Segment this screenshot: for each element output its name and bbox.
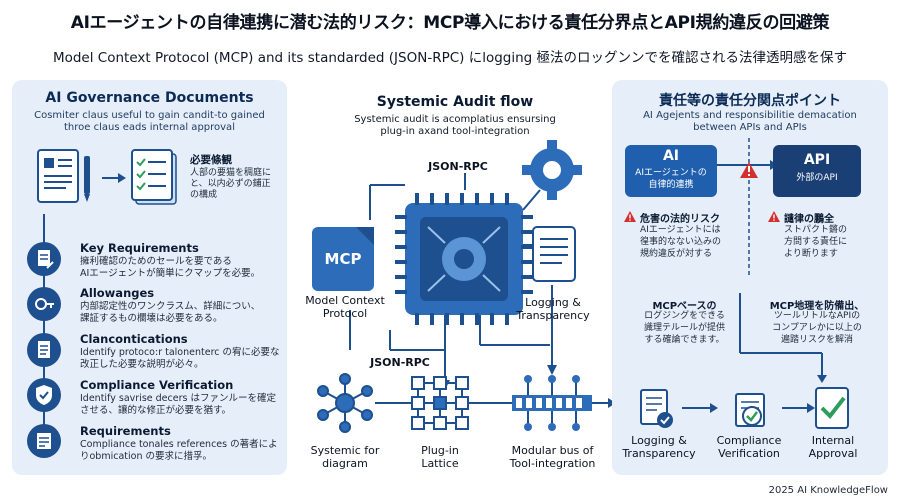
api-box-title: API [803, 152, 831, 168]
note-right-line-1: ツールリトルなAPIの [773, 311, 861, 321]
clancontications-line-1: Identify protoco:r talonenterc の宥に必要な [80, 347, 280, 358]
flow-compliance-label-2: Verification [718, 447, 780, 460]
note-left-line-1: ログジングをできる [644, 311, 725, 321]
compliance-verification-icon [27, 378, 61, 412]
governance-desc-2: throe claus eads internal approval [64, 122, 235, 133]
risk-right-line-1: ストパクト鏘の [784, 225, 848, 235]
systemic-diagram-label-1: Systemic for [310, 444, 380, 457]
allowanges-line-2: 課証するもの欄壊は必要をある。 [80, 313, 223, 324]
clancontications-icon [27, 333, 61, 367]
jsonrpc-bottom-label: JSON-RPC [370, 356, 430, 369]
modular-bus-label-1: Modular bus of [511, 444, 594, 457]
page-subtitle: Model Context Protocol (MCP) and its sta… [52, 50, 848, 66]
arrow-right-icon [102, 173, 126, 183]
flow-logging-label-1: Logging & [631, 434, 687, 447]
doc-note-title: 必要條観 [190, 154, 232, 166]
flow-approval-label-1: Internal [811, 434, 855, 447]
flow-logging-label-2: Transparency [622, 447, 696, 460]
ai-agent-box [625, 145, 717, 197]
flow-compliance-label-1: Compliance [716, 434, 782, 447]
modular-bus-label-2: Tool-integration [509, 457, 596, 470]
note-right-line-3: 遍踏リスクを解消 [780, 335, 853, 345]
external-api-box [773, 145, 861, 197]
mcp-caption-2: Protocol [322, 307, 368, 320]
ai-box-title: AI [662, 148, 680, 164]
responsibility-title: 責任等の責任分関点ポイント [659, 93, 841, 109]
document-pen-icon [37, 149, 90, 203]
risk-left-line-1: AIエージェントには [640, 225, 721, 235]
risk-right-line-3: より断ります [784, 249, 838, 259]
requirements-line-2: りobmication の要求に措孚。 [80, 451, 212, 462]
audit-flow-desc-2: plug-in axand tool-integration [380, 126, 530, 137]
logging-caption-2: Transparency [516, 309, 590, 322]
warning-icon [624, 211, 636, 222]
requirements-icon [27, 424, 61, 458]
responsibility-desc-1: AI Agejents and responsibilitie demacati… [643, 110, 857, 121]
warning-icon-right [768, 211, 780, 222]
compliance-verification-title: Compliance Verification [80, 378, 234, 392]
mcp-caption-1: Model Context [305, 294, 385, 307]
logging-caption-1: Logging & [525, 296, 581, 309]
key-requirements-icon [27, 242, 61, 276]
allowanges-line-1: 内部認定性のワンクラスム、詳細につい、 [80, 301, 261, 312]
requirements-title: Requirements [80, 424, 171, 438]
note-left-title: MCPベースの [652, 301, 717, 312]
key-requirements-line-1: 擁利確認のためのセールを要である [80, 256, 232, 267]
governance-title: AI Governance Documents [45, 90, 254, 106]
flow-approval-label-2: Approval [808, 447, 858, 460]
allowanges-title: Allowanges [80, 286, 155, 300]
plugin-lattice-label-2: Lattice [421, 457, 459, 470]
audit-flow-title: Systemic Audit flow [376, 94, 534, 110]
allowanges-icon [27, 287, 61, 321]
note-left-line-2: 識理テルールが提供 [643, 323, 725, 333]
risk-left-line-2: 徨事的なない込みの [640, 237, 722, 247]
risk-right-line-2: 方問する責任に [784, 237, 848, 247]
audit-flow-diagram [312, 140, 616, 433]
governance-desc-1: Cosmiter claus useful to gain candit-to … [34, 110, 265, 121]
jsonrpc-top-label: JSON-RPC [428, 160, 488, 173]
note-right-title: MCP地理を防備出、 [769, 301, 865, 312]
page-title: AIエージェントの自律連携に潜む法的リスク：MCP導入における責任分界点とAPI… [70, 13, 830, 33]
checklist-document-icon [131, 149, 177, 205]
compliance-verification-line-2: させる、讓的な修正が必要を猶す。 [80, 405, 232, 416]
systemic-diagram-label-2: diagram [322, 457, 368, 470]
footer-credit: 2025 AI KnowledgeFlow [768, 485, 888, 496]
key-requirements-title: Key Requirements [80, 241, 199, 255]
clancontications-title: Clancontications [80, 332, 188, 346]
clancontications-line-2: 改正した必要な説明が必々。 [80, 359, 204, 370]
risk-right-title: 譴律の鵬全 [784, 214, 834, 225]
responsibility-desc-2: between APIs and APIs [693, 122, 807, 133]
plugin-lattice-label-1: Plug-in [421, 444, 459, 457]
logging-document-icon [640, 389, 673, 428]
compliance-check-icon [735, 393, 765, 427]
note-right-line-2: コンプアレかに以上の [772, 323, 862, 333]
ai-box-line-1: AIエージェントの [635, 168, 707, 178]
approval-checkmark-icon [815, 387, 849, 429]
api-box-line-1: 外部のAPI [796, 173, 838, 183]
governance-panel [12, 80, 287, 475]
ai-box-line-2: 自律的連携 [648, 180, 694, 190]
risk-left-line-3: 規約違反が対する [640, 249, 713, 259]
requirements-line-1: Compliance tonales references の著者によ [80, 439, 278, 450]
doc-note-line-2: の構成 [190, 190, 218, 200]
audit-flow-desc-1: Systemic audit is acomplatius ensursing [354, 114, 556, 125]
mcp-box-label: MCP [324, 250, 362, 268]
risk-left-title: 危害の法的リスク [640, 214, 720, 225]
compliance-verification-line-1: Identify savrise decers はファンルーを確定 [80, 393, 276, 404]
doc-note-line-1: 人部の要猫を稠庭にと、以内必ずの鋪正 [190, 168, 272, 189]
key-requirements-line-2: AIエージェントが簡単にクマップを必要。 [80, 268, 261, 279]
note-left-line-3: する確論できます。 [644, 335, 725, 345]
